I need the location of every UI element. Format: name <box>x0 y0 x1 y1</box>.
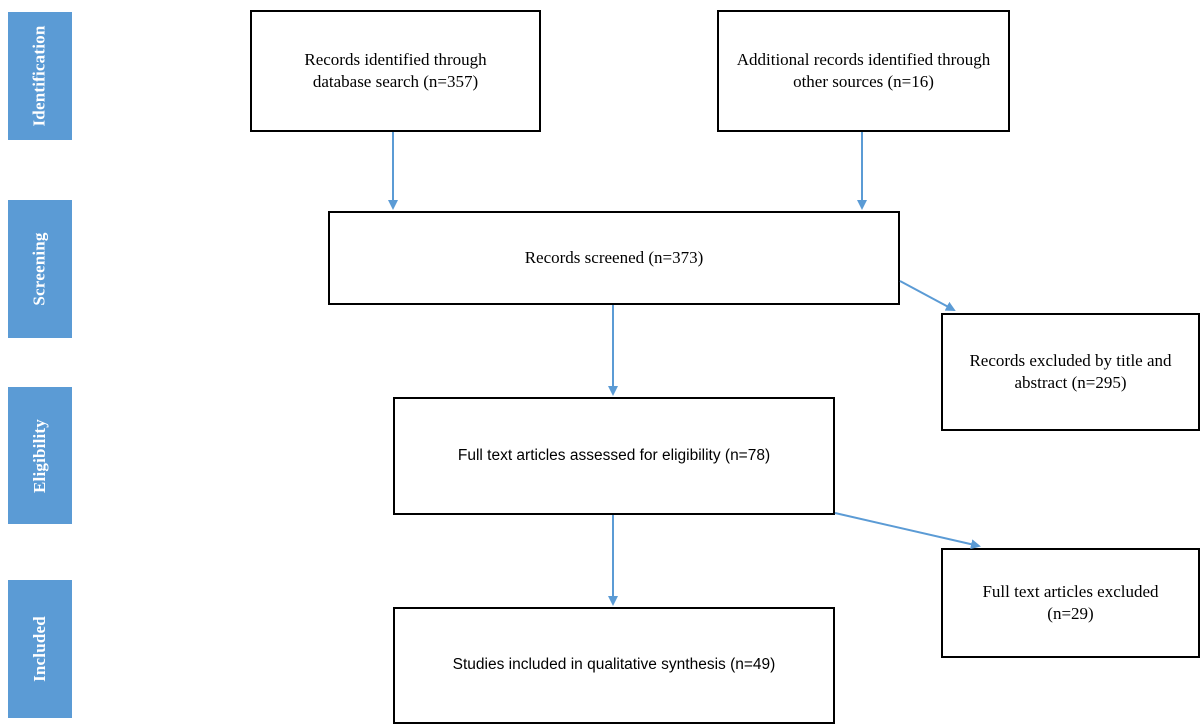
stage-screening-label: Screening <box>30 232 50 306</box>
excluded-title-abstract-box: Records excluded by title and abstract (… <box>941 313 1200 431</box>
full-text-excluded-text: Full text articles excluded (n=29) <box>982 581 1159 623</box>
full-text-assessed-text: Full text articles assessed for eligibil… <box>457 446 771 464</box>
arrow-assessed-to-excluded <box>834 512 981 550</box>
stage-screening: Screening <box>8 200 72 338</box>
included-synthesis-box: Studies included in qualitative synthesi… <box>393 607 835 724</box>
full-text-assessed-box: Full text articles assessed for eligibil… <box>393 397 835 515</box>
arrow-screened-to-excluded <box>899 280 956 311</box>
stage-identification-label: Identification <box>30 25 49 127</box>
database-search-text: Records identified through database sear… <box>304 49 487 91</box>
stage-included: Included <box>8 580 72 718</box>
database-search-box: Records identified through database sear… <box>250 10 541 132</box>
other-sources-box: Additional records identified through ot… <box>717 10 1010 132</box>
records-screened-box: Records screened (n=373) <box>328 211 900 305</box>
stage-identification: Identification <box>8 12 72 140</box>
stage-eligibility-label: Eligibility <box>30 418 49 493</box>
stage-included-label: Included <box>30 616 50 682</box>
excluded-title-abstract-text: Records excluded by title and abstract (… <box>969 350 1172 392</box>
records-screened-text: Records screened (n=373) <box>524 247 704 267</box>
included-synthesis-text: Studies included in qualitative synthesi… <box>452 656 776 674</box>
other-sources-text: Additional records identified through ot… <box>736 49 991 91</box>
stage-eligibility: Eligibility <box>8 387 72 524</box>
full-text-excluded-box: Full text articles excluded (n=29) <box>941 548 1200 658</box>
